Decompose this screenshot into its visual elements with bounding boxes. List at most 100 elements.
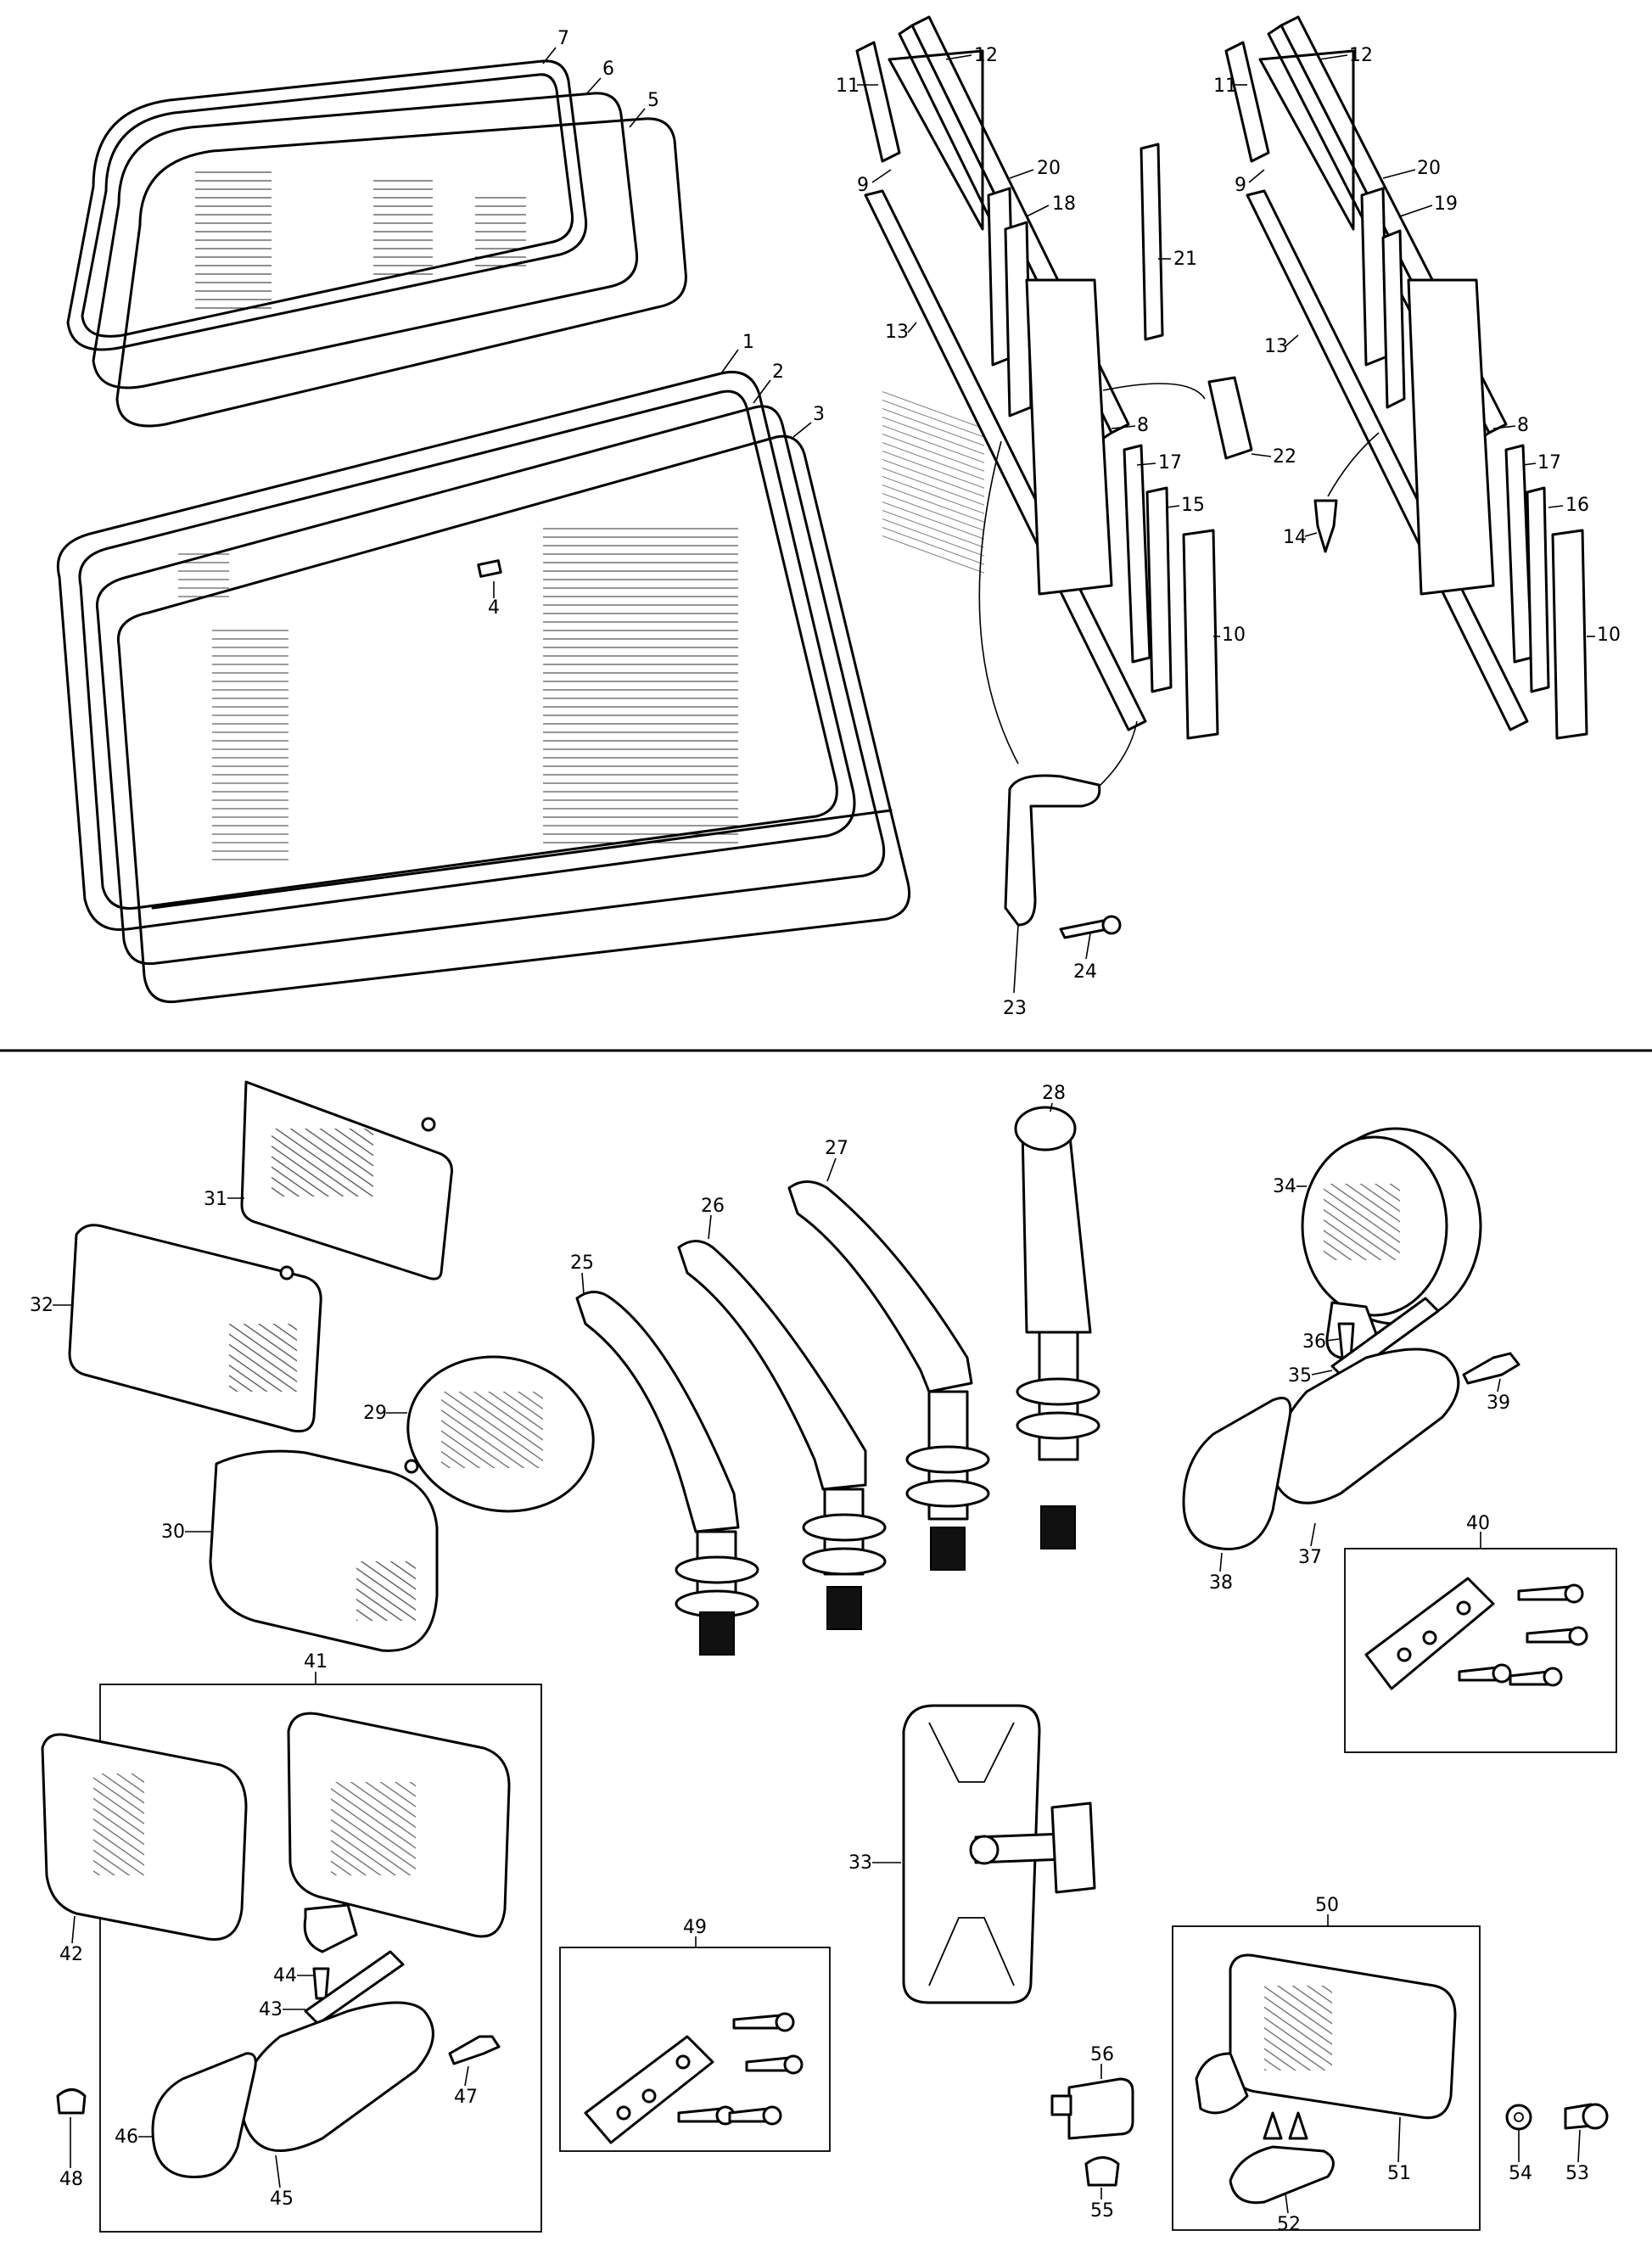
callout-13b: 13 xyxy=(1264,336,1288,357)
callout-8b: 8 xyxy=(1517,415,1529,436)
callout-55: 55 xyxy=(1090,2200,1114,2222)
callout-19: 19 xyxy=(1434,193,1458,215)
cap-56 xyxy=(1067,2077,1134,2140)
seal-2 xyxy=(95,405,886,966)
callout-56: 56 xyxy=(1090,2044,1114,2065)
kit-41-box xyxy=(99,1684,542,2233)
mirror-arms xyxy=(575,1106,1100,1656)
callout-47: 47 xyxy=(454,2087,478,2108)
callout-12b: 12 xyxy=(1349,45,1373,66)
callout-52: 52 xyxy=(1277,2214,1301,2235)
callout-15: 15 xyxy=(1181,495,1205,516)
callout-12a: 12 xyxy=(974,45,998,66)
base-46 xyxy=(151,2052,257,2179)
callout-28: 28 xyxy=(1042,1083,1066,1104)
callout-29: 29 xyxy=(363,1403,387,1424)
callout-40: 40 xyxy=(1466,1513,1490,1534)
callout-41: 41 xyxy=(304,1651,328,1673)
callout-33: 33 xyxy=(848,1852,872,1874)
callout-23: 23 xyxy=(1003,998,1027,1019)
callout-31: 31 xyxy=(204,1189,227,1210)
kit-40 xyxy=(1344,1548,1617,1753)
callout-27: 27 xyxy=(825,1138,848,1159)
callout-14: 14 xyxy=(1283,527,1307,548)
callout-17b: 17 xyxy=(1537,452,1561,473)
base-45 xyxy=(240,2001,434,2152)
small-parts xyxy=(1050,2077,1609,2187)
callout-10a: 10 xyxy=(1222,625,1246,646)
arm-26 xyxy=(677,1240,887,1630)
screw-39 xyxy=(1462,1352,1520,1385)
callout-9a: 9 xyxy=(857,175,869,196)
callout-45: 45 xyxy=(270,2188,294,2210)
callout-42: 42 xyxy=(59,1944,83,1965)
kit-49-box xyxy=(559,1947,831,2152)
callout-17a: 17 xyxy=(1158,452,1182,473)
callout-18: 18 xyxy=(1052,193,1076,215)
callout-10b: 10 xyxy=(1597,625,1621,646)
mirror-34-group xyxy=(1182,1127,1520,1550)
callout-26: 26 xyxy=(701,1196,725,1217)
callout-25: 25 xyxy=(570,1252,594,1274)
callout-16: 16 xyxy=(1565,495,1589,516)
callout-39: 39 xyxy=(1487,1392,1510,1414)
screw-47 xyxy=(448,2035,501,2065)
washer-54 xyxy=(1505,2104,1532,2131)
callout-8a: 8 xyxy=(1137,415,1149,436)
callout-3: 3 xyxy=(813,404,825,425)
callout-49: 49 xyxy=(683,1917,707,1938)
kit-41 xyxy=(41,1684,542,2233)
callout-4: 4 xyxy=(488,597,500,619)
clip-55 xyxy=(1084,2156,1120,2187)
screw-44 xyxy=(312,1967,330,2000)
callout-6: 6 xyxy=(602,59,614,80)
callout-37: 37 xyxy=(1298,1547,1322,1568)
callout-20a: 20 xyxy=(1037,158,1061,179)
callout-30: 30 xyxy=(161,1521,185,1543)
callout-13a: 13 xyxy=(885,322,909,343)
callout-32: 32 xyxy=(30,1295,53,1316)
clip-48 xyxy=(56,2088,87,2115)
screw-14 xyxy=(1313,499,1338,553)
kit-50 xyxy=(1172,1925,1481,2231)
glass-5 xyxy=(115,117,687,428)
callout-20b: 20 xyxy=(1417,158,1441,179)
kit-49 xyxy=(559,1947,831,2152)
callout-38: 38 xyxy=(1209,1572,1233,1594)
seal-1 xyxy=(56,370,856,932)
callout-53: 53 xyxy=(1565,2163,1589,2184)
callout-36: 36 xyxy=(1302,1331,1326,1353)
callout-46: 46 xyxy=(115,2127,138,2148)
mirror-30 xyxy=(209,1449,439,1652)
glass-3 xyxy=(116,434,910,1004)
callouts: 1 2 3 4 5 6 7 11 12 9 20 18 21 13 22 8 1… xyxy=(30,28,1621,2235)
callout-51: 51 xyxy=(1387,2163,1411,2184)
callout-5: 5 xyxy=(647,90,659,111)
plate-43 xyxy=(304,1950,405,2026)
callout-1: 1 xyxy=(742,332,754,353)
side-screen-right xyxy=(1224,15,1588,740)
callout-43: 43 xyxy=(259,1999,283,2020)
callout-9b: 9 xyxy=(1235,175,1246,196)
callout-7: 7 xyxy=(557,28,569,49)
callout-44: 44 xyxy=(273,1965,297,1986)
mirror-33 xyxy=(902,1704,1096,2004)
arm-27 xyxy=(787,1180,990,1571)
kit-50-box xyxy=(1172,1925,1481,2231)
arm-28 xyxy=(1014,1106,1100,1549)
mirror-heads xyxy=(68,1080,595,1652)
callout-35: 35 xyxy=(1288,1365,1312,1387)
callout-48: 48 xyxy=(59,2169,83,2190)
callout-34: 34 xyxy=(1273,1176,1296,1197)
callout-11b: 11 xyxy=(1213,76,1237,97)
callout-11a: 11 xyxy=(836,76,860,97)
callout-2: 2 xyxy=(772,361,784,383)
side-screen-left xyxy=(855,15,1253,939)
base-52 xyxy=(1229,2145,1335,2205)
callout-50: 50 xyxy=(1315,1895,1339,1916)
base-38 xyxy=(1182,1397,1292,1550)
callout-54: 54 xyxy=(1509,2163,1532,2184)
callout-21: 21 xyxy=(1173,249,1197,270)
callout-22: 22 xyxy=(1273,446,1296,468)
